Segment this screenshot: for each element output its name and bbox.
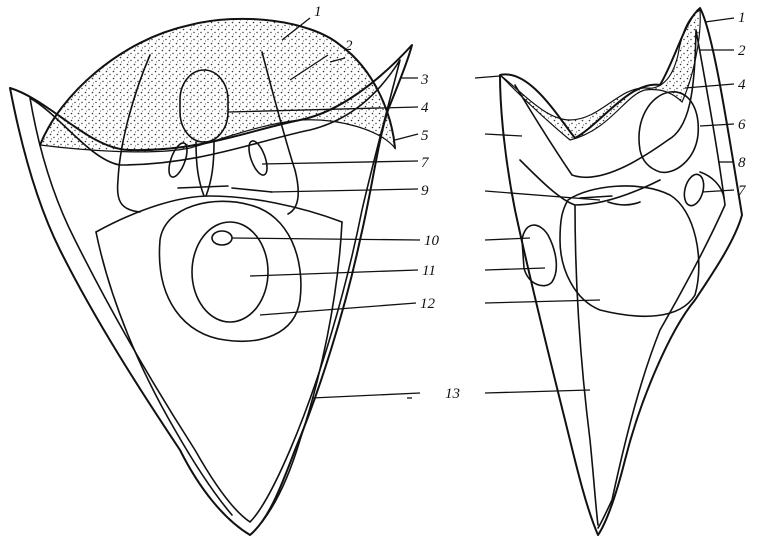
label-left-7: 7 xyxy=(421,155,430,171)
left-structure-7b xyxy=(245,139,270,178)
right-labels: 1 2 4 6 8 7 xyxy=(738,10,747,199)
label-right-2: 2 xyxy=(738,43,746,59)
left-view xyxy=(10,19,412,535)
label-left-12: 12 xyxy=(420,296,436,312)
left-structure-11 xyxy=(192,222,268,322)
left-stem-right xyxy=(262,222,342,522)
label-left-11: 11 xyxy=(422,263,436,279)
label-right-6: 6 xyxy=(738,117,746,133)
label-left-4: 4 xyxy=(421,100,429,116)
label-left-5: 5 xyxy=(421,128,429,144)
left-stippled-dome xyxy=(40,19,395,152)
label-right-4: 4 xyxy=(738,77,746,93)
right-structure-10 xyxy=(522,225,556,286)
label-left-1: 1 xyxy=(314,4,322,20)
label-left-10: 10 xyxy=(424,233,440,249)
label-left-9: 9 xyxy=(421,183,429,199)
label-right-1: 1 xyxy=(738,10,746,26)
left-structure-10 xyxy=(212,231,232,245)
label-left-2: 2 xyxy=(345,38,353,54)
right-crossbar xyxy=(520,160,660,205)
label-left-13: 13 xyxy=(445,386,460,402)
label-right-8: 8 xyxy=(738,155,746,171)
label-right-7: 7 xyxy=(738,183,747,199)
right-view xyxy=(500,8,742,535)
right-stippled-region xyxy=(500,10,700,140)
right-structure-7 xyxy=(681,172,707,208)
left-structure-9 xyxy=(178,186,272,192)
label-left-3: 3 xyxy=(420,72,429,88)
left-stem-left xyxy=(96,232,232,515)
